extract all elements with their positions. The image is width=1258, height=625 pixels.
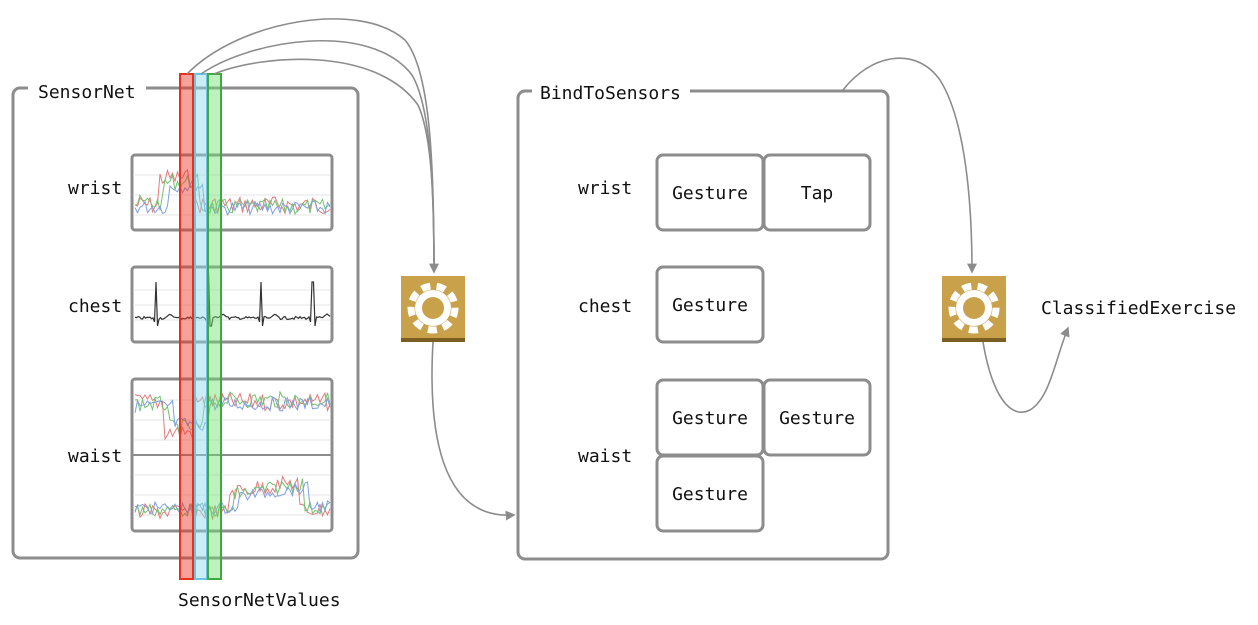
waist-signal-plot: [130, 377, 334, 533]
sample-bar-blue: [194, 73, 208, 580]
waist-gesture-cell-2: [762, 378, 872, 457]
wrist-gesture-label: Gesture: [672, 183, 748, 204]
wrist-signal-blue: [134, 178, 331, 217]
waist-upper-signal-green: [134, 390, 331, 437]
bindtosensors-title: BindToSensors: [540, 83, 681, 104]
chest-ecg-plot: [130, 265, 334, 344]
sample-bar-green: [207, 73, 222, 580]
wrist-plot-grid: [135, 174, 330, 216]
wrist-signal-green: [134, 172, 331, 216]
chest-gesture-cell: [655, 265, 765, 344]
chest-ecg-trace: [134, 271, 331, 327]
sensornet-group: SensorNet wrist chest waist: [11, 78, 360, 560]
gear-icon: [948, 282, 1000, 334]
sensornet-row-chest-label: chest: [68, 296, 122, 317]
sensornet-title: SensorNet: [38, 82, 136, 103]
flow-gear-to-output: [982, 326, 1070, 413]
waist-gesture-label-1: Gesture: [672, 408, 748, 429]
sensornet-row-wrist-label: wrist: [68, 178, 122, 199]
waist-lower-signal-red: [134, 475, 331, 520]
process-gear-2: [942, 276, 1006, 342]
wrist-tap-cell: [762, 153, 872, 232]
sensornetvalues-label: SensorNetValues: [178, 590, 341, 611]
process-gear-1: [401, 276, 465, 342]
chest-plot-grid: [135, 289, 330, 321]
wrist-signal-plot: [130, 153, 334, 232]
flow-red-to-gear: [186, 18, 435, 273]
sensornet-frame: [11, 86, 360, 560]
waist-upper-signal-blue: [134, 396, 331, 432]
bind-row-waist-label: waist: [578, 446, 632, 467]
waist-gesture-cell-3: [655, 454, 765, 533]
flow-gear-to-bindtosensors: [431, 341, 516, 521]
sensornetvalues-bars: [179, 73, 222, 580]
waist-upper-signal-red: [134, 391, 331, 441]
waist-gesture-label-3: Gesture: [672, 484, 748, 505]
waist-gesture-label-2: Gesture: [779, 408, 855, 429]
wrist-tap-label: Tap: [801, 183, 834, 204]
sample-bar-red: [179, 73, 194, 580]
chest-gesture-label: Gesture: [672, 295, 748, 316]
bindtosensors-group: BindToSensors wrist chest waist Gesture …: [516, 80, 890, 561]
bind-row-wrist-label: wrist: [578, 178, 632, 199]
bindtosensors-frame: [516, 89, 890, 561]
waist-lower-signal-green: [134, 478, 331, 518]
waist-lower-signal-blue: [134, 481, 331, 515]
sensornet-row-waist-label: waist: [68, 446, 122, 467]
flow-green-to-gear: [213, 58, 439, 274]
bind-row-chest-label: chest: [578, 296, 632, 317]
output-label: ClassifiedExercise: [1041, 298, 1236, 319]
flow-bindtosensors-to-gear: [842, 57, 977, 274]
gear-icon: [407, 282, 459, 334]
